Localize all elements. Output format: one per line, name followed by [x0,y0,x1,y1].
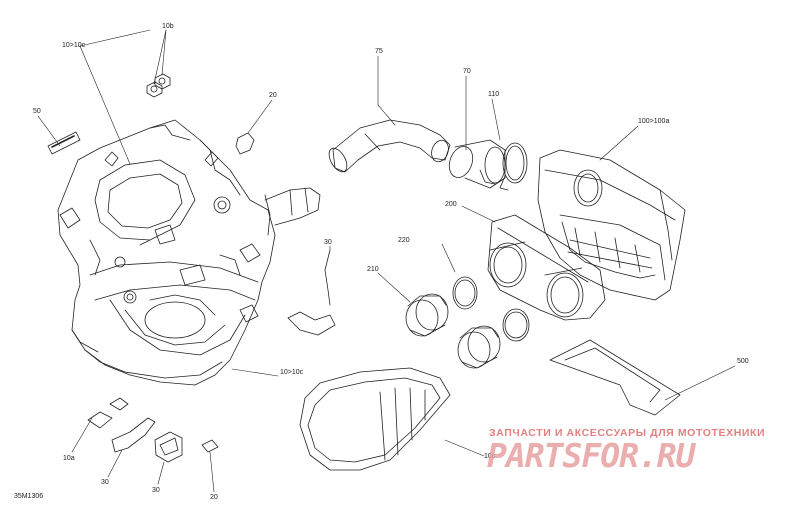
adapter-70 [448,139,506,189]
callout-10a: 10a [63,455,75,462]
watermark-tagline: ЗАПЧАСТИ И АКСЕССУАРЫ ДЛЯ МОТОТЕХНИКИ [489,427,766,439]
callout-10-to-10c-mid: 10>10c [280,369,304,376]
callout-10-to-10c-top: 10>10c [62,42,86,49]
callout-210: 210 [367,266,379,273]
boots-210 [405,293,501,369]
callout-220: 220 [398,237,410,244]
leader-lines [37,29,736,493]
callout-30-mid: 30 [324,239,332,246]
part-10a [87,397,129,429]
callout-30-bottom-center: 30 [152,487,160,494]
clip-20-bottom [201,439,219,453]
callout-30-bottom-left: 30 [101,479,109,486]
bracket-200 [487,214,606,321]
strap-30-bottom-left [111,417,156,453]
strap-30-mid [287,249,336,336]
clip-20-top [235,132,255,155]
filter-box-100 [537,149,686,301]
filter-10c [299,367,451,471]
callout-20-bottom: 20 [210,494,218,501]
callout-75: 75 [375,48,383,55]
airbox-housing [57,119,321,386]
callout-100-to-100a: 100>100a [638,118,670,125]
callout-70: 70 [463,68,471,75]
callout-20-top: 20 [269,92,277,99]
callout-10c: 10c [484,453,496,460]
seal-plate-500 [549,339,681,416]
callout-110: 110 [488,91,500,98]
label-sticker-50 [47,131,81,155]
callout-50: 50 [33,108,41,115]
callout-10b: 10b [162,23,174,30]
diagram-reference-code: 35M1306 [14,493,44,500]
nuts-10b [146,73,171,98]
callout-500: 500 [737,358,749,365]
watermark-brand: PARTSFOR.RU [487,436,696,475]
clamps-220 [452,276,530,342]
clip-30-bottom-center [154,431,183,463]
callout-200: 200 [445,201,457,208]
intake-hose-75 [328,119,451,173]
clamp-110 [499,142,528,191]
